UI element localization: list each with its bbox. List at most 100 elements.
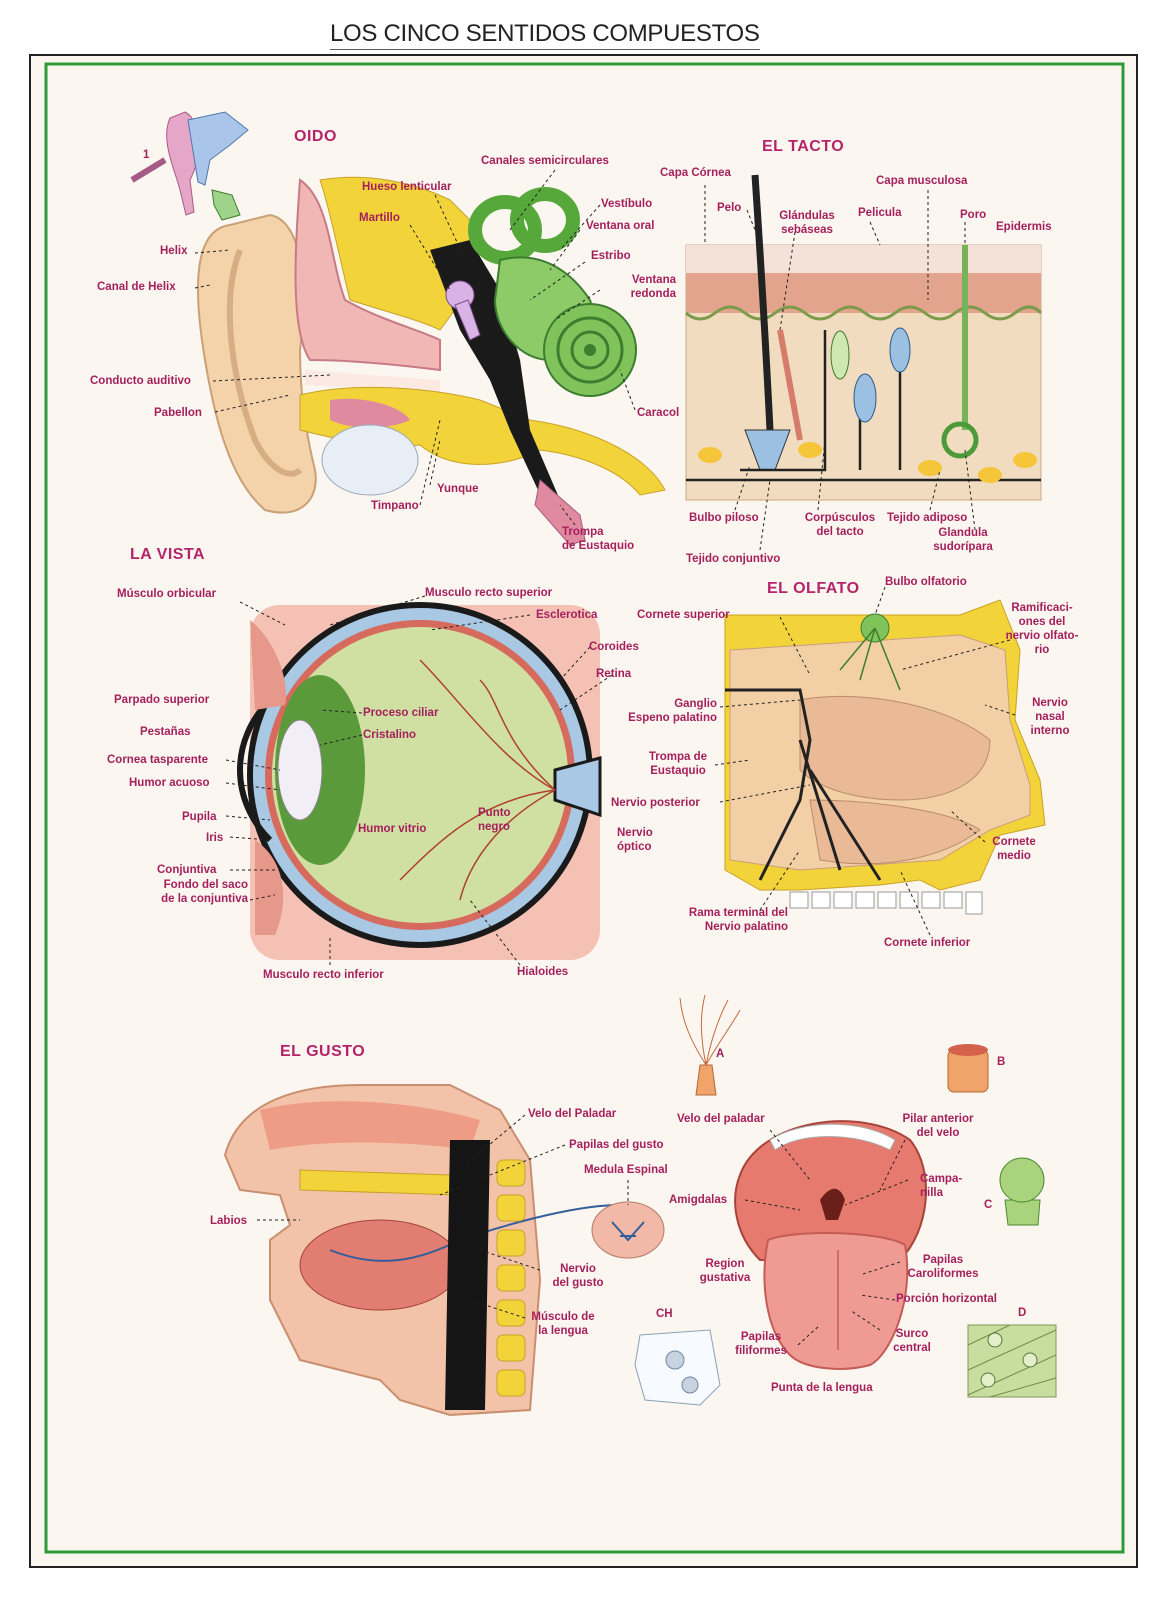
label-musculo-lengua: Músculo de la lengua xyxy=(531,1311,595,1337)
label-labios: Labios xyxy=(210,1215,248,1227)
eye-illustration xyxy=(237,602,602,960)
label-nervio-optico: Nervio óptico xyxy=(617,827,653,853)
tongue-front xyxy=(763,1232,909,1370)
marker-b: B xyxy=(997,1056,1006,1068)
heading-tacto: EL TACTO xyxy=(762,138,845,155)
tongue-section xyxy=(299,1219,461,1311)
marker-d: D xyxy=(1018,1307,1027,1319)
hair-shaft xyxy=(751,174,774,431)
pharynx xyxy=(445,1140,490,1410)
epidermis-layer xyxy=(686,273,1041,313)
label-proceso-ciliar: Proceso ciliar xyxy=(363,707,439,719)
label-cornete-superior: Cornete superior xyxy=(637,609,730,621)
marker-a: A xyxy=(716,1048,725,1060)
inner-green-frame xyxy=(44,62,1125,1554)
label-corpusculos: Corpúsculos del tacto xyxy=(804,512,876,538)
label-nervio-gusto: Nervio del gusto xyxy=(552,1263,604,1289)
label-ramificaciones: Ramificaci- ones del nervio olfato- rio xyxy=(1005,602,1079,656)
label-helix: Helix xyxy=(160,245,188,257)
eyelid-lower xyxy=(255,840,284,935)
label-canal-helix: Canal de Helix xyxy=(97,281,176,293)
label-amigdalas: Amigdalas xyxy=(669,1194,728,1206)
head-section-illustration xyxy=(223,1084,665,1417)
label-ventana-oral: Ventana oral xyxy=(586,220,655,232)
label-humor-vitrio: Humor vitrio xyxy=(358,823,427,835)
nerve-fibers xyxy=(686,330,1041,482)
ear-canal-wall xyxy=(294,178,441,372)
temporal-bone xyxy=(319,176,481,331)
stratum-corneum xyxy=(686,245,1041,273)
label-papilas-filiformes: Papilas filiformes xyxy=(735,1331,787,1357)
label-pabellon: Pabellon xyxy=(154,407,202,419)
papilla-ch xyxy=(634,1329,721,1406)
inferior-concha xyxy=(809,799,981,865)
label-tejido-conjuntivo: Tejido conjuntivo xyxy=(686,553,781,565)
label-olfato-trompa: Trompa de Eustaquio xyxy=(648,751,708,777)
teeth xyxy=(789,891,983,915)
inset-marker-1: 1 xyxy=(143,149,150,161)
stapes-inset xyxy=(211,189,241,221)
label-porcion-horizontal: Porción horizontal xyxy=(896,1293,997,1305)
uvula xyxy=(820,1188,845,1220)
vertebrae xyxy=(496,1159,526,1397)
label-musculo-orbicular: Músculo orbicular xyxy=(117,588,217,600)
nasal-passage xyxy=(260,1101,480,1150)
label-conducto: Conducto auditivo xyxy=(90,375,191,387)
papilla-c xyxy=(999,1157,1045,1226)
cornea xyxy=(237,697,273,843)
label-ganglio: Ganglio Espeno palatino xyxy=(628,698,717,724)
heading-vista: LA VISTA xyxy=(130,546,206,563)
label-parpado-superior: Parpado superior xyxy=(114,694,210,706)
label-trompa-eustaquio: Trompa de Eustaquio xyxy=(562,526,635,552)
label-pelicula: Pelicula xyxy=(858,207,902,219)
heading-gusto: EL GUSTO xyxy=(280,1043,366,1060)
label-bulbo-piloso: Bulbo piloso xyxy=(689,512,759,524)
lens xyxy=(277,719,323,821)
label-cornea: Cornea tasparente xyxy=(107,754,208,766)
parotid-tissue xyxy=(321,424,419,496)
marker-c: C xyxy=(984,1199,993,1211)
label-papilas-gusto: Papilas del gusto xyxy=(569,1139,664,1151)
label-velo-paladar-mouth: Velo del paladar xyxy=(677,1113,765,1125)
sphenopalatine-nerve xyxy=(725,688,882,881)
label-hueso-lenticular: Hueso lenticular xyxy=(362,181,452,193)
papilla-d xyxy=(967,1324,1057,1398)
label-medula-espinal: Medula Espinal xyxy=(584,1164,668,1176)
label-nervio-nasal: Nervio nasal interno xyxy=(1030,697,1070,737)
label-pelo: Pelo xyxy=(717,202,742,214)
papilla-b xyxy=(947,1044,989,1093)
label-glandulas-sebaceas: Glándulas sebáseas xyxy=(779,210,835,236)
retinal-vessels xyxy=(399,659,556,901)
label-esclerotica: Esclerotica xyxy=(536,609,598,621)
nose-illustration xyxy=(724,599,1046,915)
spinal-cord-section xyxy=(591,1201,665,1259)
eyelid-upper xyxy=(250,620,286,710)
label-coroides: Coroides xyxy=(589,641,639,653)
label-martillo: Martillo xyxy=(359,212,400,224)
label-glandula-sudoripara: Glandula sudorípara xyxy=(933,527,993,553)
label-tejido-adiposo: Tejido adiposo xyxy=(887,512,968,524)
papillae-insets xyxy=(634,994,1057,1406)
leader-lines xyxy=(194,169,1016,1346)
label-musculo-recto-inferior: Musculo recto inferior xyxy=(263,969,384,981)
sweat-gland-coil xyxy=(941,421,979,459)
upper-teeth xyxy=(769,1123,896,1151)
label-ventana-redonda: Ventana redonda xyxy=(630,274,676,300)
label-capa-musculosa: Capa musculosa xyxy=(876,175,968,187)
heading-oido: OIDO xyxy=(294,128,337,145)
label-musculo-recto-superior: Musculo recto superior xyxy=(425,587,553,599)
label-epidermis: Epidermis xyxy=(996,221,1052,233)
label-punta-lengua: Punta de la lengua xyxy=(771,1382,873,1394)
label-poro: Poro xyxy=(960,209,987,221)
label-surco-central: Surco central xyxy=(893,1328,931,1354)
label-fondo-saco: Fondo del saco de la conjuntiva xyxy=(161,879,248,905)
label-papilas-caroliformes: Papilas Caroliformes xyxy=(907,1254,979,1280)
label-bulbo-olfatorio: Bulbo olfatorio xyxy=(885,576,967,588)
pacinian-corpuscle xyxy=(853,373,877,423)
label-vestibulo: Vestíbulo xyxy=(601,198,653,210)
label-iris: Iris xyxy=(206,832,224,844)
label-punto-negro: Punto negro xyxy=(478,807,511,833)
label-pilar-anterior: Pilar anterior del velo xyxy=(902,1113,974,1139)
ear-canal xyxy=(305,370,440,392)
label-hialoides: Hialoides xyxy=(517,966,569,978)
